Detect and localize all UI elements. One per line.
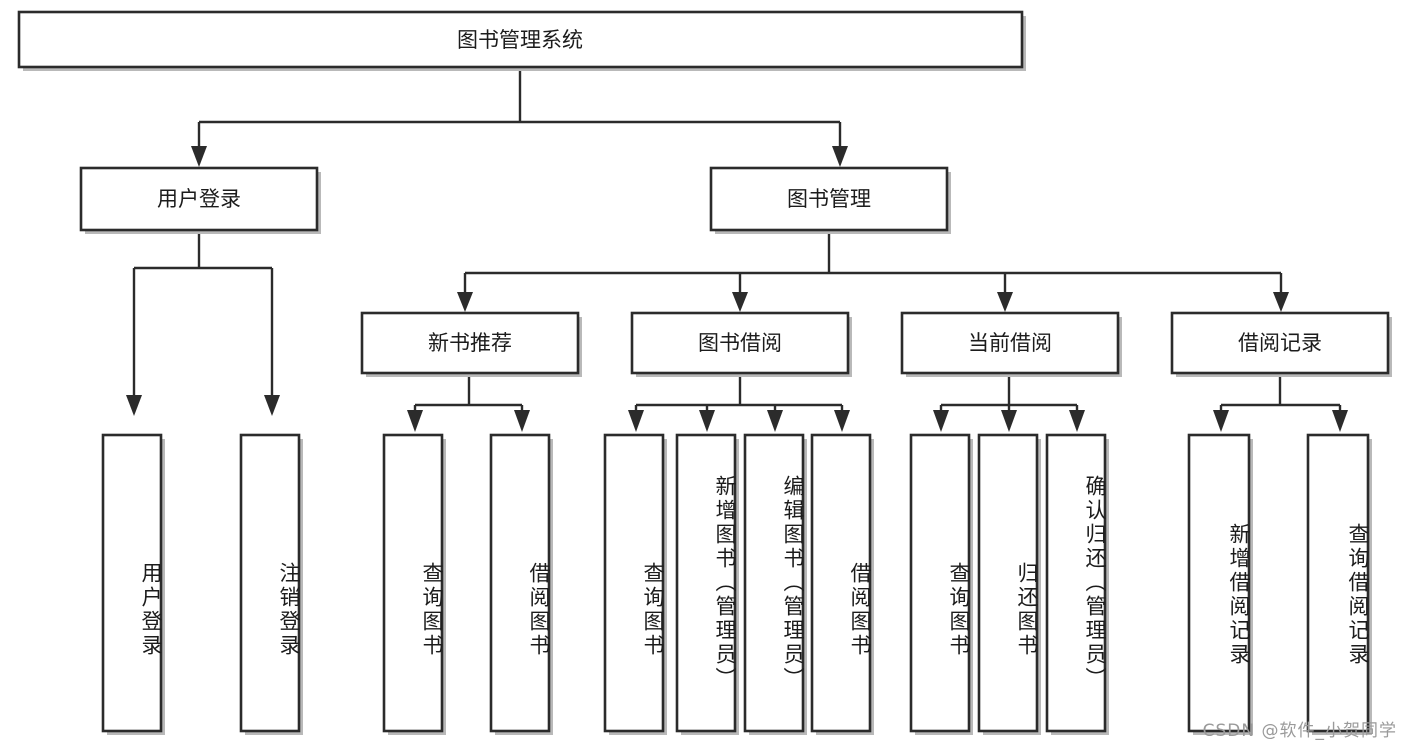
leaf-box-new-book-1[interactable] xyxy=(382,433,446,735)
node-book-management[interactable]: 图书管理 xyxy=(709,166,951,234)
leaf-box-new-book-2[interactable] xyxy=(489,433,553,735)
node-new-book-recommend[interactable]: 新书推荐 xyxy=(360,311,582,377)
connector-root-to-level2 xyxy=(191,68,848,167)
connector-book-mgmt-to-level3 xyxy=(457,233,1289,312)
leaf-box-user-login-2[interactable] xyxy=(239,433,303,735)
leaf-box-book-borrow-2[interactable] xyxy=(675,433,739,735)
node-root-label: 图书管理系统 xyxy=(457,28,583,52)
leaf-boxes xyxy=(101,433,1372,735)
watermark-text: CSDN @软件_小贺同学 xyxy=(1202,721,1397,741)
node-new-book-recommend-label: 新书推荐 xyxy=(428,331,512,355)
connector-current-borrow-to-leaves xyxy=(933,376,1085,432)
leaf-box-user-login-1[interactable] xyxy=(101,433,165,735)
connector-book-borrow-to-leaves xyxy=(628,376,850,432)
connector-user-login-to-leaves xyxy=(126,233,280,416)
node-current-borrow[interactable]: 当前借阅 xyxy=(900,311,1122,377)
node-borrow-record[interactable]: 借阅记录 xyxy=(1170,311,1392,377)
leaf-box-borrow-record-1[interactable] xyxy=(1187,433,1253,735)
leaf-box-book-borrow-1[interactable] xyxy=(603,433,667,735)
node-book-borrow-label: 图书借阅 xyxy=(698,331,782,355)
connector-borrow-record-to-leaves xyxy=(1213,376,1348,432)
leaf-box-borrow-record-2[interactable] xyxy=(1306,433,1372,735)
leaf-box-current-borrow-2[interactable] xyxy=(977,433,1041,735)
leaf-box-book-borrow-3[interactable] xyxy=(743,433,807,735)
node-user-login-label: 用户登录 xyxy=(157,187,241,211)
connector-new-book-to-leaves xyxy=(407,376,530,432)
node-borrow-record-label: 借阅记录 xyxy=(1238,331,1322,355)
leaf-box-current-borrow-1[interactable] xyxy=(909,433,973,735)
node-current-borrow-label: 当前借阅 xyxy=(968,331,1052,355)
node-root[interactable]: 图书管理系统 xyxy=(17,10,1026,71)
node-book-borrow[interactable]: 图书借阅 xyxy=(630,311,852,377)
node-book-management-label: 图书管理 xyxy=(787,187,871,211)
leaf-box-book-borrow-4[interactable] xyxy=(810,433,874,735)
node-user-login[interactable]: 用户登录 xyxy=(79,166,321,234)
leaf-box-current-borrow-3[interactable] xyxy=(1045,433,1109,735)
